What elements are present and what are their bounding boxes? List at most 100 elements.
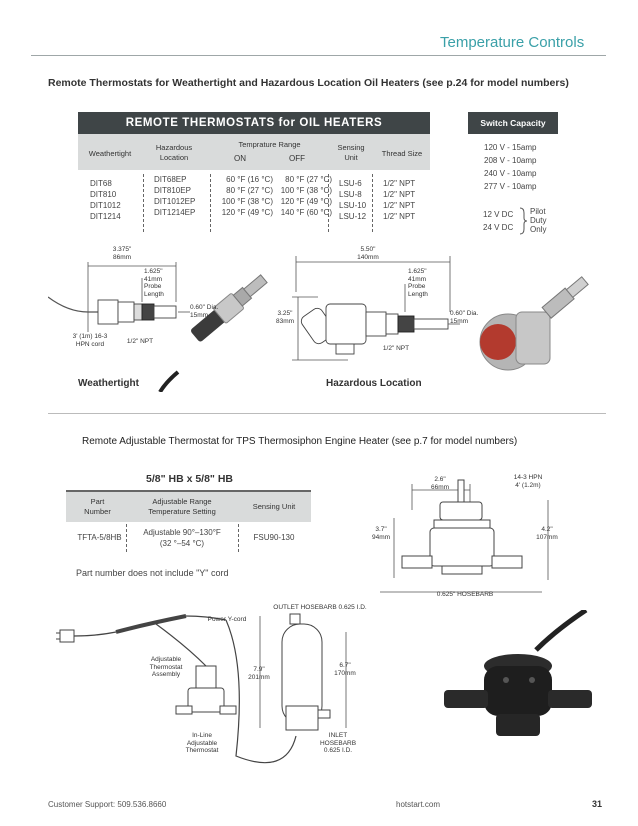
section-title: Temperature Controls — [440, 34, 585, 51]
footer-support: Customer Support: 509.536.8660 — [48, 800, 167, 809]
hz-dim-probe: 1.625" 41mm Probe Length — [408, 268, 428, 298]
tps-power-cord-label: Power Y-cord — [207, 616, 247, 623]
oil-heading: Remote Thermostats for Weathertight and … — [48, 77, 569, 89]
tps-dim-h2: 4.2" 107mm — [536, 526, 558, 541]
col-temp-range: Temprature Range — [238, 140, 301, 149]
col-hazardous: Hazardous Location — [155, 143, 193, 162]
hz-dim-length: 5.50" 140mm — [357, 246, 379, 261]
tps-table-rule — [66, 490, 311, 492]
switch-dc-note: Pilot Duty Only — [530, 207, 547, 234]
tps-note: Part number does not include "Y" cord — [76, 568, 229, 578]
switch-ac-list: 120 V - 15amp 208 V - 10amp 240 V - 10am… — [484, 141, 564, 193]
footer-site[interactable]: hotstart.com — [396, 800, 441, 809]
col-weathertight: Weathertight — [88, 149, 132, 158]
col-on: ON — [234, 154, 246, 163]
hz-dim-height: 3.25" 83mm — [275, 310, 295, 325]
tps-h2-label: 6.7" 170mm — [334, 662, 356, 677]
table-cell: 100 °F (38 °C) — [280, 186, 332, 195]
col-off-values: 80 °F (27 °C) 100 °F (38 °C) 120 °F (49 … — [270, 174, 332, 218]
page-number: 31 — [592, 799, 603, 809]
table-cell: 1/2" NPT — [383, 190, 416, 199]
wt-dim-probe: 1.625" 41mm Probe Length — [144, 268, 164, 298]
divider — [238, 524, 239, 552]
switch-dc-value: 24 V DC — [483, 223, 514, 232]
divider — [143, 174, 144, 232]
tps-cell-unit: FSU90-130 — [253, 533, 295, 542]
table-cell: 60 °F (16 °C) — [226, 175, 273, 184]
tps-dim-width: 2.6" 66mm — [430, 476, 450, 491]
wt-cord-label: 3' (1m) 16-3 HPN cord — [72, 333, 108, 348]
tps-dim-hosebarb: 0.625" HOSEBARB — [436, 591, 494, 598]
brace-icon — [519, 207, 528, 235]
tps-dimension-drawing — [380, 479, 549, 593]
hazardous-caption: Hazardous Location — [326, 378, 422, 389]
tps-col-part: Part Number — [84, 497, 111, 516]
table-cell: 80 °F (27 °C) — [285, 175, 332, 184]
wt-dim-dia: 0.60" Dia. 15mm — [190, 304, 219, 319]
table-cell: 120 °F (49 °C) — [221, 208, 273, 217]
table-cell: 80 °F (27 °C) — [226, 186, 273, 195]
tps-table-title: 5/8" HB x 5/8" HB — [146, 473, 233, 485]
switch-ac-value: 208 V - 10amp — [484, 156, 537, 165]
tps-dim-cord: 14-3 HPN 4' (1.2m) — [513, 474, 543, 489]
wt-dim-length: 3.375" 86mm — [112, 246, 132, 261]
table-cell: DIT810 — [90, 190, 117, 199]
switch-capacity-title: Switch Capacity — [468, 112, 558, 134]
tps-col-range: Adjustable Range Temperature Setting — [148, 497, 216, 516]
switch-dc-list: 12 V DC 24 V DC — [483, 208, 523, 234]
switch-ac-value: 120 V - 15amp — [484, 143, 537, 152]
section-rule — [48, 413, 606, 414]
wt-npt-label: 1/2" NPT — [126, 338, 154, 345]
oil-table-header — [78, 134, 430, 170]
hz-dim-dia: 0.60" Dia. 15mm — [450, 310, 479, 325]
table-cell: DIT68EP — [154, 175, 187, 184]
table-cell: 120 °F (49 °C) — [280, 197, 332, 206]
col-thread-values: 1/2" NPT 1/2" NPT 1/2" NPT 1/2" NPT — [383, 178, 431, 222]
table-cell: 1/2" NPT — [383, 179, 416, 188]
weathertight-caption: Weathertight — [78, 378, 139, 389]
col-hazardous-values: DIT68EP DIT810EP DIT1012EP DIT1214EP — [154, 174, 224, 218]
col-sensing: Sensing Unit — [337, 143, 365, 162]
divider — [210, 174, 211, 232]
table-cell: LSU-6 — [339, 179, 362, 188]
table-cell: DIT68 — [90, 179, 112, 188]
tps-table-header — [66, 492, 311, 522]
tps-cell-range: Adjustable 90°–130°F (32 °–54 °C) — [143, 528, 221, 548]
table-cell: DIT1012 — [90, 201, 121, 210]
oil-table-title-text: REMOTE THERMOSTATS for OIL HEATERS — [125, 117, 383, 129]
switch-dc-value: 12 V DC — [483, 210, 514, 219]
hz-npt-label: 1/2" NPT — [382, 345, 410, 352]
table-cell: LSU-10 — [339, 201, 367, 210]
table-cell: DIT1214EP — [154, 208, 196, 217]
table-cell: 1/2" NPT — [383, 212, 416, 221]
tps-h1-label: 7.9" 201mm — [248, 666, 270, 681]
table-cell: DIT1214 — [90, 212, 121, 221]
table-cell: DIT810EP — [154, 186, 191, 195]
header-rule — [31, 55, 606, 56]
col-sensing-values: LSU-6 LSU-8 LSU-10 LSU-12 — [339, 178, 379, 222]
col-thread: Thread Size — [381, 149, 423, 158]
tps-inlet-label: INLET HOSEBARB 0.625 I.D. — [319, 732, 357, 754]
table-cell: 1/2" NPT — [383, 201, 416, 210]
hazardous-diagram — [292, 256, 589, 371]
divider — [328, 174, 329, 232]
tps-col-unit: Sensing Unit — [252, 502, 296, 511]
table-cell: LSU-8 — [339, 190, 362, 199]
col-weathertight-values: DIT68 DIT810 DIT1012 DIT1214 — [90, 178, 145, 222]
tps-product-photo — [444, 610, 592, 736]
table-cell: LSU-12 — [339, 212, 367, 221]
tps-heading: Remote Adjustable Thermostat for TPS The… — [82, 436, 518, 447]
table-cell: DIT1012EP — [154, 197, 196, 206]
oil-table-title: REMOTE THERMOSTATS for OIL HEATERS — [78, 112, 430, 134]
tps-dim-h1: 3.7" 94mm — [371, 526, 391, 541]
table-cell: 100 °F (38 °C) — [221, 197, 273, 206]
tps-assembly-diagram — [56, 613, 347, 764]
divider — [126, 524, 127, 552]
weathertight-diagram — [48, 262, 268, 392]
table-cell: 140 °F (60 °C) — [280, 208, 332, 217]
tps-outlet-label: OUTLET HOSEBARB 0.625 I.D. — [273, 604, 367, 611]
tps-inline-label: In-Line Adjustable Thermostat — [185, 732, 219, 754]
divider — [372, 174, 373, 232]
col-off: OFF — [289, 154, 305, 163]
tps-assembly-label: Adjustable Thermostat Assembly — [149, 656, 183, 678]
